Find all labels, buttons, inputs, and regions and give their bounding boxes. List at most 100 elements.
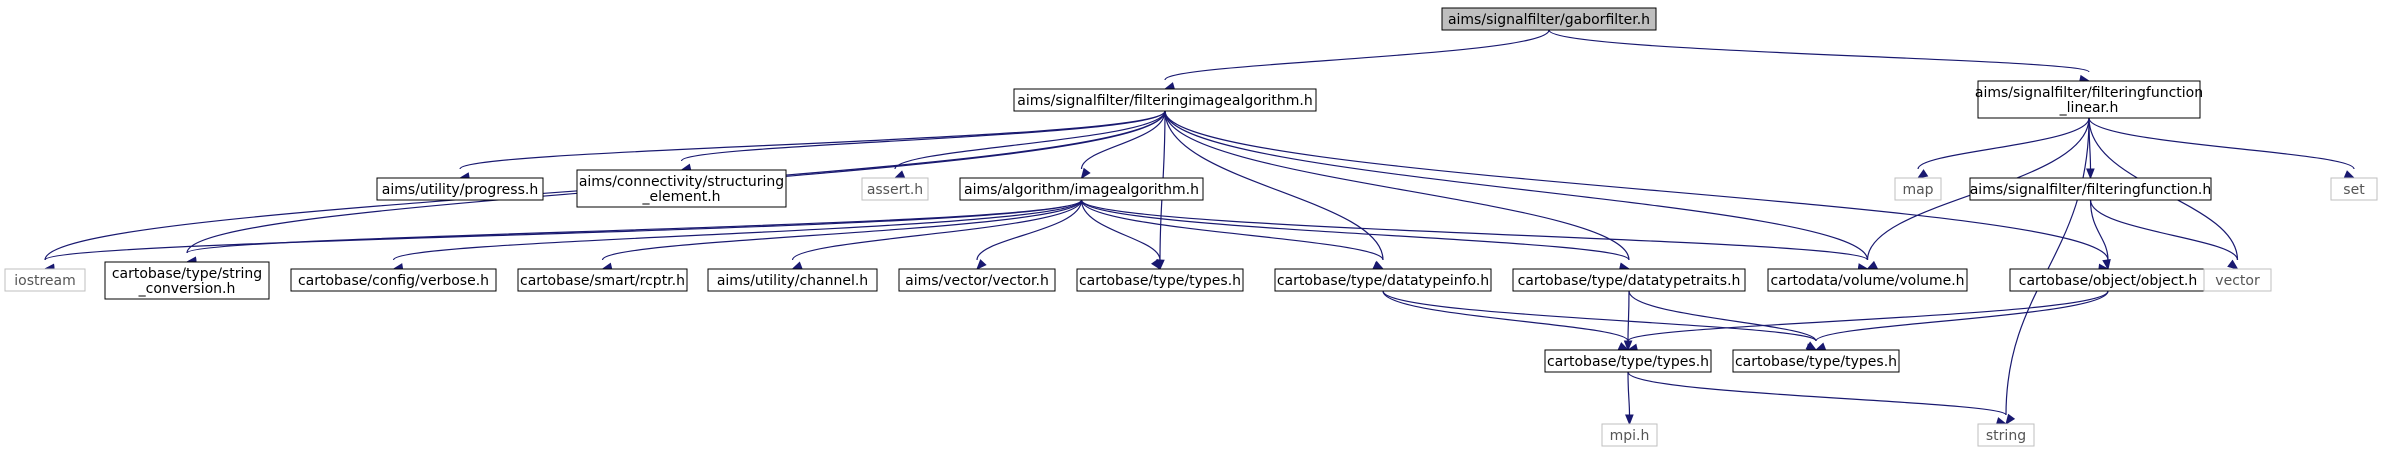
- node-imagealgorithm[interactable]: aims/algorithm/imagealgorithm.h: [959, 177, 1204, 201]
- node-types-b[interactable]: cartobase/type/types.h: [1544, 349, 1712, 373]
- edge-line: [1627, 371, 1631, 416]
- node-box: [1274, 268, 1492, 292]
- node-datatypeinfo[interactable]: cartobase/type/datatypeinfo.h: [1274, 268, 1492, 292]
- node-box: [2330, 177, 2378, 201]
- arrow-head: [1916, 169, 1929, 179]
- edge-line: [1164, 110, 1630, 261]
- node-verbose[interactable]: cartobase/config/verbose.h: [290, 268, 497, 292]
- node-progress[interactable]: aims/utility/progress.h: [376, 177, 544, 201]
- edge-object-to-types_b: [1626, 290, 2109, 353]
- edge-line: [1382, 290, 1629, 342]
- node-box: [1894, 177, 1942, 201]
- node-channel[interactable]: aims/utility/channel.h: [707, 268, 878, 292]
- edge-line: [1628, 290, 1817, 342]
- node-label: _element.h: [641, 189, 720, 205]
- node-rcptr[interactable]: cartobase/smart/rcptr.h: [517, 268, 688, 292]
- node-label: cartodata/volume/volume.h: [1770, 273, 1964, 289]
- node-box: [959, 177, 1204, 201]
- edge-imagealgorithm-to-vector_h: [976, 199, 1083, 270]
- node-box: [104, 261, 270, 300]
- edge-line: [1164, 110, 2109, 261]
- node-gaborfilter[interactable]: aims/signalfilter/gaborfilter.h: [1441, 7, 1657, 31]
- edge-filteringimagealgorithm-to-object: [1164, 110, 2110, 273]
- edge-imagealgorithm-to-datatypeinfo: [1080, 199, 1385, 270]
- node-string-conversion[interactable]: cartobase/type/string_conversion.h: [104, 261, 270, 300]
- arrow-head: [893, 170, 906, 179]
- edge-imagealgorithm-to-rcptr: [601, 199, 1083, 272]
- node-label: aims/algorithm/imagealgorithm.h: [964, 182, 1199, 198]
- node-box: [376, 177, 544, 201]
- edge-line: [1382, 290, 1817, 342]
- edge-line: [1627, 371, 2007, 416]
- node-box: [576, 169, 787, 208]
- node-label: vector: [2215, 273, 2260, 289]
- node-label: _linear.h: [2059, 100, 2119, 116]
- node-filteringfunction[interactable]: aims/signalfilter/filteringfunction.h: [1969, 177, 2212, 201]
- node-object[interactable]: cartobase/object/object.h: [2009, 268, 2207, 292]
- arrow-head: [1623, 340, 1633, 352]
- edge-line: [1080, 110, 1166, 170]
- edge-gaborfilter-to-filteringimagealgorithm: [1163, 29, 1550, 91]
- edge-line: [1080, 199, 1630, 261]
- node-filteringimagealgorithm[interactable]: aims/signalfilter/filteringimagealgorith…: [1013, 88, 1317, 112]
- arrow-head: [2005, 413, 2016, 426]
- node-label: aims/signalfilter/filteringfunction.h: [1970, 182, 2212, 198]
- edge-line: [44, 199, 1083, 261]
- node-string: string: [1977, 423, 2035, 447]
- edge-line: [1917, 117, 2090, 170]
- node-label: aims/connectivity/structuring: [579, 174, 784, 190]
- node-types-a[interactable]: cartobase/type/types.h: [1076, 268, 1244, 292]
- node-box: [1512, 268, 1746, 292]
- node-box: [1076, 268, 1244, 292]
- node-box: [517, 268, 688, 292]
- node-label: assert.h: [867, 182, 923, 198]
- node-map: map: [1894, 177, 1942, 201]
- node-vector-std: vector: [2203, 268, 2272, 292]
- node-layer: aims/signalfilter/gaborfilter.h aims/sign…: [4, 7, 2378, 447]
- node-box: [1767, 268, 1968, 292]
- edge-line: [1627, 290, 2109, 342]
- arrow-head: [1625, 414, 1634, 426]
- arrow-head: [2227, 259, 2239, 270]
- edge-datatypeinfo-to-types_b: [1382, 290, 1630, 351]
- node-vector-h[interactable]: aims/vector/vector.h: [898, 268, 1056, 292]
- node-label: cartobase/type/types.h: [1735, 354, 1897, 370]
- node-box: [1441, 7, 1657, 31]
- node-label: string: [1986, 428, 2026, 444]
- edge-line: [186, 199, 1083, 254]
- node-box: [1013, 88, 1317, 112]
- arrow-head: [791, 261, 803, 270]
- edge-filteringfunction_linear-to-map: [1916, 117, 2090, 179]
- edge-line: [1164, 29, 1550, 81]
- arrow-head: [1805, 341, 1818, 351]
- edge-filteringimagealgorithm-to-assert: [893, 110, 1166, 179]
- node-filteringfunction-linear[interactable]: aims/signalfilter/filteringfunction_line…: [1975, 80, 2203, 119]
- edge-filteringfunction-to-object: [2089, 199, 2111, 271]
- edge-line: [2089, 199, 2239, 261]
- node-datatypetraits[interactable]: cartobase/type/datatypetraits.h: [1512, 268, 1746, 292]
- edge-line: [2005, 117, 2090, 416]
- edge-layer: [43, 29, 2356, 426]
- node-mpi: mpi.h: [1601, 423, 1658, 447]
- node-box: [861, 177, 929, 201]
- node-label: aims/signalfilter/filteringfunction: [1975, 85, 2203, 101]
- node-box: [707, 268, 878, 292]
- arrow-head: [1151, 258, 1161, 271]
- node-types-c[interactable]: cartobase/type/types.h: [1732, 349, 1900, 373]
- node-volume[interactable]: cartodata/volume/volume.h: [1767, 268, 1968, 292]
- node-box: [1544, 349, 1712, 373]
- arrow-head: [1814, 342, 1827, 351]
- edge-line: [1627, 290, 1630, 342]
- edge-imagealgorithm-to-types_a: [1080, 199, 1161, 271]
- node-box: [1977, 423, 2035, 447]
- edge-line: [2089, 199, 2109, 261]
- edge-types_b-to-string: [1627, 371, 2008, 426]
- node-label: set: [2343, 182, 2365, 198]
- node-structuring-element[interactable]: aims/connectivity/structuring_element.h: [576, 169, 787, 208]
- node-label: iostream: [14, 273, 76, 289]
- node-assert: assert.h: [861, 177, 929, 201]
- edge-line: [1164, 110, 1869, 261]
- arrow-head: [2086, 168, 2095, 180]
- node-label: mpi.h: [1610, 428, 1650, 444]
- edge-filteringimagealgorithm-to-imagealgorithm: [1080, 110, 1166, 180]
